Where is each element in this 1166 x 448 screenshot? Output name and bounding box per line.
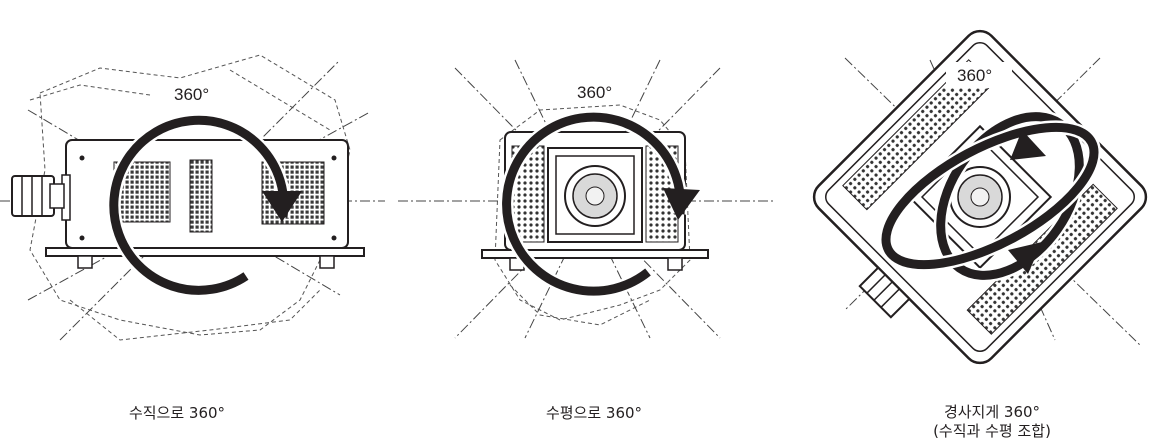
vertical-rotation-panel: 360°: [0, 54, 385, 341]
vertical-rotation-arrow: [106, 113, 302, 298]
vertical-degree-label: 360°: [174, 85, 209, 104]
vertical-caption: 수직으로 360°: [128, 404, 226, 422]
tilted-degree-label-bg: [946, 62, 1012, 88]
tilted-caption-line1: 경사지게 360°: [943, 403, 1041, 421]
horizontal-rotation-panel: 360°: [398, 59, 775, 339]
horizontal-rotation-arrow: [499, 110, 700, 299]
tilted-caption: 경사지게 360° (수직과 수평 조합): [862, 403, 1122, 441]
horizontal-caption: 수평으로 360°: [545, 404, 643, 422]
tilted-rotation-panel: 360°: [812, 29, 1148, 365]
horizontal-degree-label: 360°: [577, 83, 612, 102]
tilted-caption-line2: (수직과 수평 조합): [933, 422, 1051, 440]
tilted-rotation-arrows: [878, 109, 1102, 283]
ghost-outlines: [29, 54, 351, 341]
ghost-outlines: [494, 104, 691, 326]
tilted-degree-label: 360°: [957, 66, 992, 85]
projector-side-view: [11, 139, 365, 269]
